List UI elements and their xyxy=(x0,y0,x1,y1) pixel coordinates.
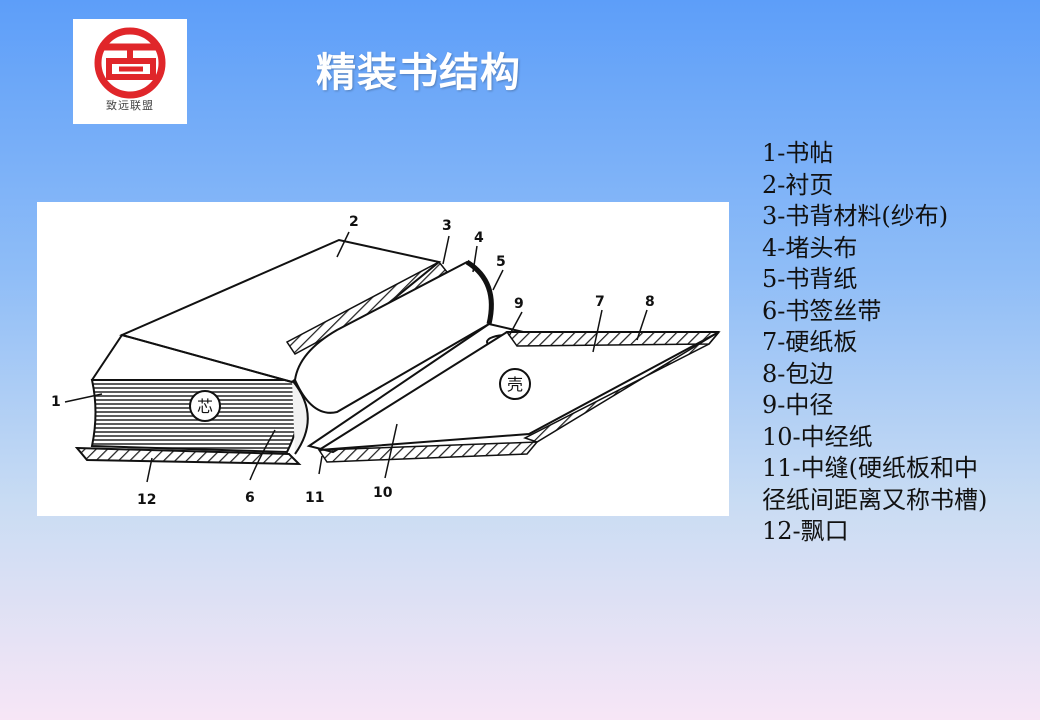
cover-label: 壳 xyxy=(507,375,523,394)
legend-item: 3-书背材料(纱布) xyxy=(762,202,949,230)
legend-item: 2-衬页 xyxy=(762,170,834,199)
part-number-10: 10 xyxy=(373,485,393,501)
slide-title: 精装书结构 xyxy=(316,50,521,96)
part-number-3: 3 xyxy=(442,218,452,234)
legend-item: 11-中缝(硬纸板和中径纸间距离又称书槽) xyxy=(762,454,988,514)
logo-emblem-icon xyxy=(94,27,166,99)
legend-item: 9-中径 xyxy=(762,391,834,419)
part-number-1: 1 xyxy=(51,394,61,410)
legend-item: 5-书背纸 xyxy=(762,265,858,293)
legend-item: 10-中经纸 xyxy=(762,422,873,451)
legend-item: 8-包边 xyxy=(762,359,834,388)
parts-legend: 1-书帖 2-衬页 3-书背材料(纱布) 4-堵头布 5-书背纸 6-书签丝带 … xyxy=(762,138,992,548)
legend-item: 7-硬纸板 xyxy=(762,328,858,356)
book-structure-diagram: 芯 壳 1 2 3 4 5 9 7 8 10 xyxy=(37,202,729,516)
legend-item: 1-书帖 xyxy=(762,139,834,167)
legend-item: 12-飘口 xyxy=(762,517,849,545)
part-number-6: 6 xyxy=(245,490,255,506)
logo: 致远联盟 xyxy=(73,19,187,124)
part-number-5: 5 xyxy=(496,254,506,270)
part-number-2: 2 xyxy=(349,214,359,230)
legend-item: 4-堵头布 xyxy=(762,233,858,262)
part-number-4: 4 xyxy=(474,230,484,246)
legend-item: 6-书签丝带 xyxy=(762,296,882,325)
part-number-9: 9 xyxy=(514,296,524,312)
part-number-7: 7 xyxy=(595,294,605,310)
part-number-8: 8 xyxy=(645,294,655,310)
logo-text: 致远联盟 xyxy=(106,99,154,112)
part-number-12: 12 xyxy=(137,492,156,508)
text-block-label: 芯 xyxy=(197,397,213,416)
part-number-11: 11 xyxy=(305,490,324,506)
